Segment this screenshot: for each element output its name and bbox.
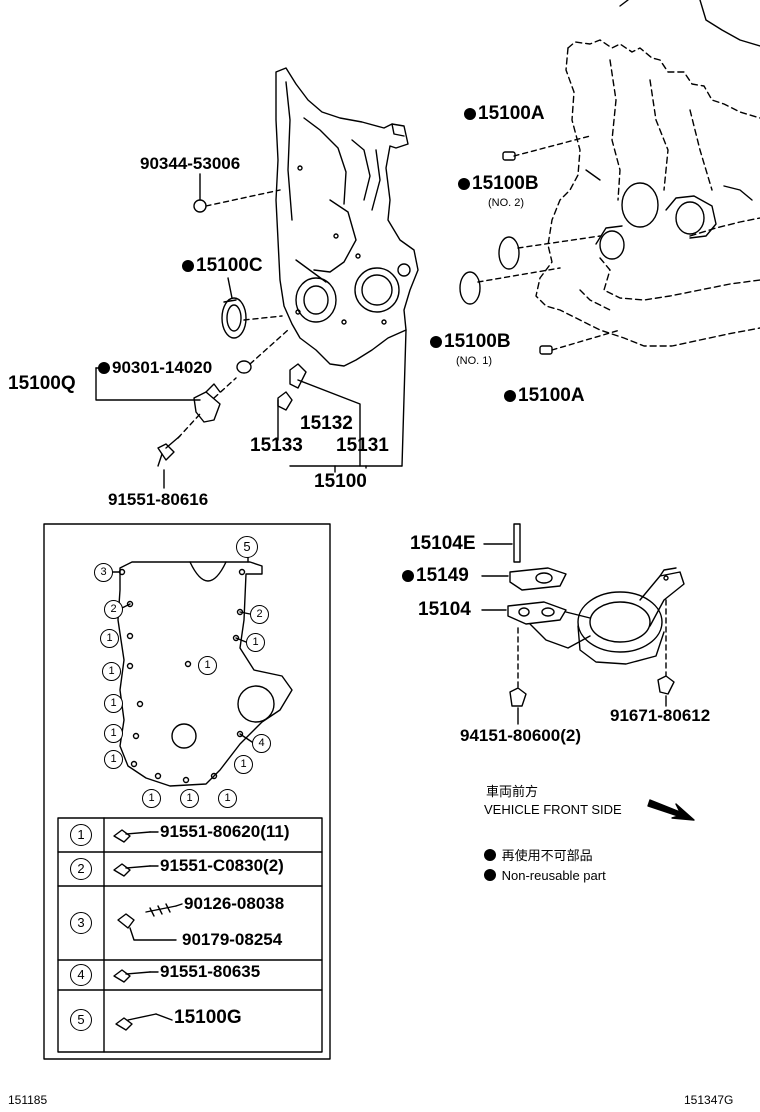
callout-2-right: 2 [250, 605, 269, 624]
callout-1: 1 [102, 662, 121, 681]
label-94151-80600: 94151-80600(2) [460, 726, 581, 745]
callout-1: 1 [104, 750, 123, 769]
callout-1: 1 [180, 789, 199, 808]
label-15100q: 15100Q [8, 373, 76, 394]
legend-row-3a: 90126-08038 [184, 894, 285, 913]
label-90344-53006: 90344-53006 [140, 154, 241, 173]
nonreusable-dot-icon [182, 260, 194, 272]
oil-seal-drawing [221, 297, 247, 339]
callout-1: 1 [234, 755, 253, 774]
nonreusable-dot-icon [458, 178, 470, 190]
strainer-bolts-drawing [509, 675, 675, 707]
corner-code-right: 151347G [684, 1093, 734, 1107]
dowel-pins-drawing [459, 151, 553, 355]
relief-valve-drawing [277, 363, 307, 411]
leader-lines-dashed [177, 135, 621, 439]
label-text: 90301-14020 [112, 358, 213, 377]
nonreusable-en: Non-reusable part [484, 868, 606, 884]
callout-5-top: 5 [236, 536, 258, 558]
label-15131: 15131 [336, 435, 389, 456]
nonreusable-dot-icon [504, 390, 516, 402]
vehicle-front-en: VEHICLE FRONT SIDE [484, 802, 622, 817]
nonreusable-dot-icon [464, 108, 476, 120]
callout-1: 1 [142, 789, 161, 808]
legend-row-3b: 90179-08254 [182, 930, 283, 949]
legend-row-4: 91551-80635 [160, 962, 261, 981]
legend-circle-3: 3 [70, 912, 92, 934]
legend-row-5: 15100G [174, 1007, 242, 1028]
plug-drawing [193, 199, 207, 213]
nonreusable-dot-icon [430, 336, 442, 348]
label-15100a-top: 15100A [464, 104, 545, 124]
legend-circle-2: 2 [70, 858, 92, 880]
callout-1: 1 [246, 633, 265, 652]
legend-row-1: 91551-80620(11) [160, 822, 290, 841]
sensor-drawing [193, 383, 221, 423]
legend-leaders [149, 831, 183, 1021]
timing-cover-drawing [275, 67, 419, 367]
label-text: 15100B [444, 331, 511, 352]
label-text: 15100A [518, 385, 585, 406]
engine-block-solid [585, 0, 760, 260]
callout-4: 4 [252, 734, 271, 753]
nonreusable-dot-icon [484, 849, 496, 861]
label-91551-80616: 91551-80616 [108, 490, 209, 509]
legend-circle-4: 4 [70, 964, 92, 986]
label-text: 15100B [472, 173, 539, 194]
nonreusable-dot-icon [402, 570, 414, 582]
label-text: 15149 [416, 565, 469, 586]
bolt-drawing [157, 435, 181, 467]
label-15104e: 15104E [410, 533, 476, 554]
legend-bolts [113, 829, 177, 1031]
callout-1: 1 [104, 694, 123, 713]
legend-circle-5: 5 [70, 1009, 92, 1031]
label-15100b-top: 15100B [458, 174, 539, 194]
corner-code-left: 151185 [8, 1093, 48, 1107]
label-text: 15100C [196, 255, 263, 276]
callout-2-left: 2 [104, 600, 123, 619]
vehicle-front-jp: 車両前方 [486, 784, 539, 799]
vehicle-front-arrow [647, 799, 695, 821]
label-text: 15100A [478, 103, 545, 124]
note-text: 再使用不可部品 [501, 848, 593, 863]
callout-1: 1 [218, 789, 237, 808]
label-15100b-no1: (NO. 1) [456, 355, 493, 367]
label-15100: 15100 [314, 471, 367, 492]
callout-3: 3 [94, 563, 113, 582]
bolt-location-frame [43, 523, 331, 1060]
label-15132: 15132 [300, 413, 353, 434]
legend-table [57, 817, 323, 1053]
callout-1: 1 [104, 724, 123, 743]
engine-block-drawing [535, 39, 760, 347]
callout-1: 1 [100, 629, 119, 648]
label-91671-80612: 91671-80612 [610, 706, 711, 725]
nonreusable-jp: 再使用不可部品 [484, 848, 593, 864]
leader-lines [95, 173, 407, 489]
nonreusable-dot-icon [484, 869, 496, 881]
note-text: Non-reusable part [501, 868, 606, 883]
label-15133: 15133 [250, 435, 303, 456]
strainer-leaders-solid [481, 543, 667, 725]
legend-row-2: 91551-C0830(2) [160, 856, 284, 875]
label-15149: 15149 [402, 566, 469, 586]
o-ring-drawing [236, 360, 252, 374]
label-15100a-mid: 15100A [504, 386, 585, 406]
nonreusable-dot-icon [98, 362, 110, 374]
oil-strainer-drawing [507, 523, 685, 665]
label-15100b-no2: (NO. 2) [488, 197, 525, 209]
label-15100b-mid: 15100B [430, 332, 511, 352]
label-90301-14020: 90301-14020 [98, 358, 212, 378]
label-15100c: 15100C [182, 256, 263, 276]
label-15104: 15104 [418, 599, 471, 620]
legend-circle-1: 1 [70, 824, 92, 846]
callout-1: 1 [198, 656, 217, 675]
strainer-leaders [517, 599, 667, 691]
